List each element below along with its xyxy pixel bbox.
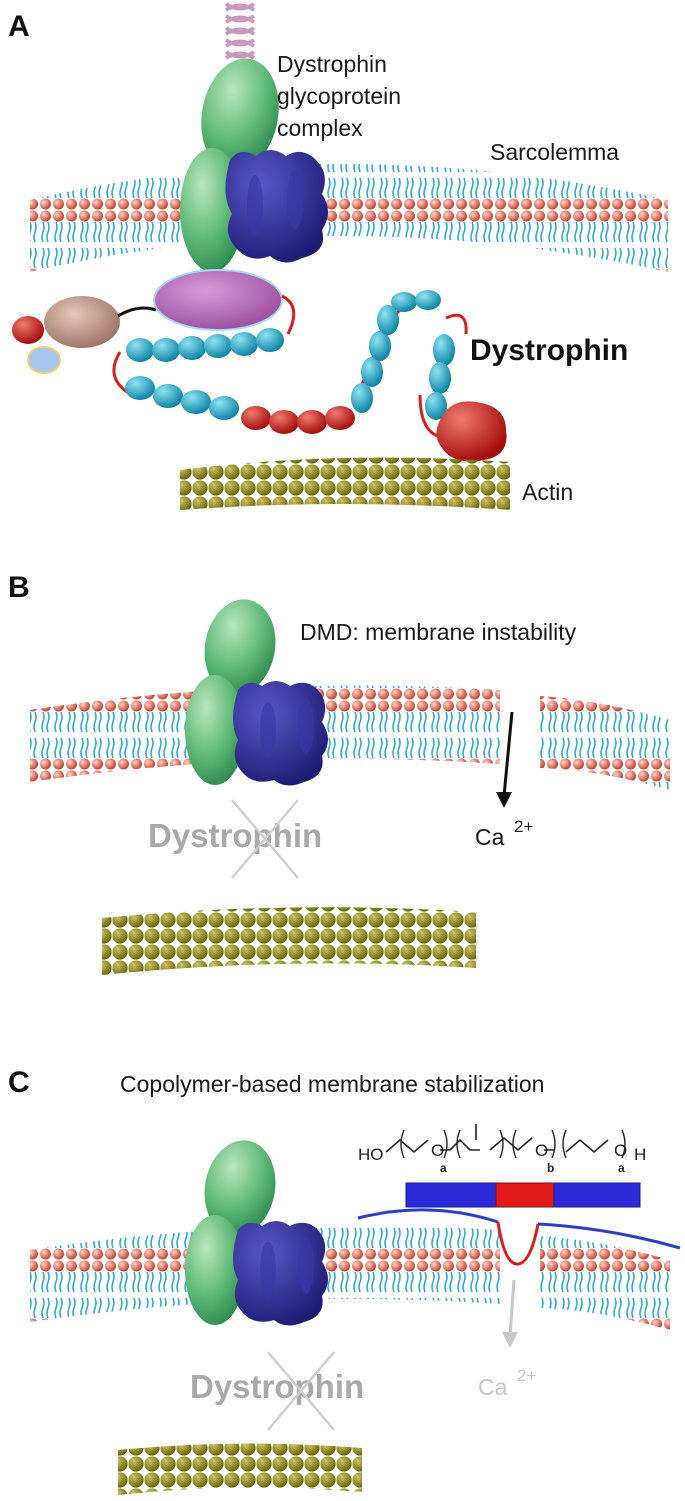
chem-sub-a1: a (440, 1161, 447, 1175)
actin-filament-c (118, 1443, 362, 1495)
dgc-complex-b (185, 599, 328, 786)
dgc-label-line1: Dystrophin (277, 51, 387, 77)
calcium-charge-c: 2+ (517, 1366, 536, 1385)
blocked-calcium-arrow (502, 1279, 518, 1348)
calcium-label-b: Ca (475, 824, 505, 850)
svg-text:O: O (431, 1141, 444, 1160)
dgc-complex-a (180, 58, 328, 272)
copolymer-bar (405, 1182, 641, 1208)
dystrophin-absent-label-b: Dystrophin (148, 817, 322, 854)
panel-c-title: Copolymer-based membrane stabilization (120, 1071, 544, 1097)
actin-label: Actin (522, 479, 573, 505)
dystrophin-label: Dystrophin (470, 334, 628, 367)
chem-sub-b: b (547, 1161, 554, 1175)
panel-b-title: DMD: membrane instability (300, 619, 577, 645)
membrane-a (30, 164, 668, 272)
svg-text:O: O (614, 1141, 627, 1160)
dystrophin-absent-label-c: Dystrophin (190, 1368, 364, 1405)
chem-sub-a2: a (618, 1161, 625, 1175)
calcium-influx-arrow (496, 711, 514, 808)
calcium-label-c: Ca (478, 1374, 508, 1400)
calcium-charge-b: 2+ (514, 817, 533, 836)
dgc-label-line2: glycoprotein (277, 83, 401, 109)
svg-text:O: O (535, 1141, 548, 1160)
dystrophin-molecule (12, 269, 507, 462)
sarcolemma-label: Sarcolemma (490, 139, 619, 165)
dgc-complex-c (185, 1140, 328, 1326)
panel-a-letter: A (8, 10, 30, 43)
membrane-b (30, 685, 670, 790)
panel-c-letter: C (8, 1066, 30, 1099)
poloxamer-structure: HO O O O a b a H (358, 1124, 646, 1175)
helix-icon (224, 2, 256, 60)
chem-h: H (634, 1145, 646, 1164)
copolymer-insertion (357, 1208, 681, 1266)
dgc-label-line3: complex (277, 115, 363, 141)
panel-b-letter: B (8, 571, 30, 604)
chem-ho: HO (358, 1145, 384, 1164)
membrane-c (30, 1225, 670, 1330)
actin-filament-a (180, 457, 510, 510)
actin-filament-b (102, 907, 476, 975)
cross-out-icon-b (231, 799, 299, 879)
cross-out-icon-c (267, 1351, 335, 1431)
